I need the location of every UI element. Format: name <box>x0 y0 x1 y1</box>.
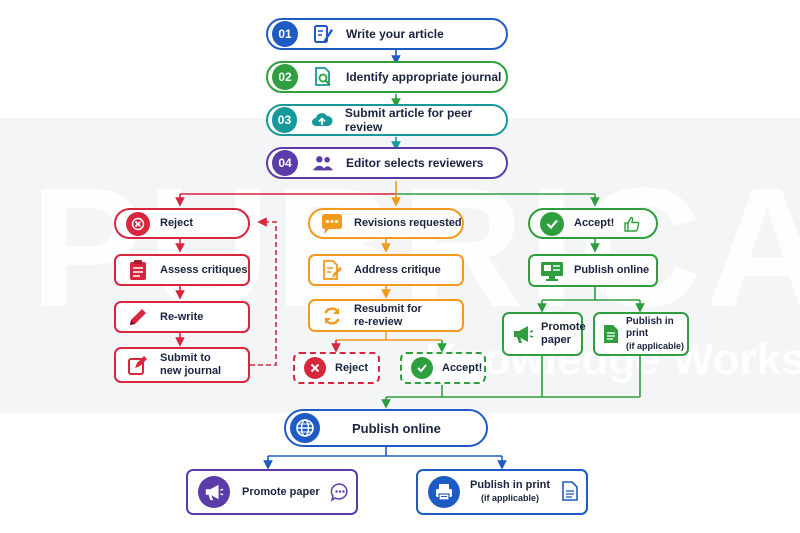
document-search-icon <box>312 66 334 88</box>
final-print-box: Publish in print (if applicable) <box>416 469 588 515</box>
people-icon <box>312 152 334 174</box>
cloud-upload-icon <box>311 109 333 131</box>
rewrite-box: Re-write <box>114 301 250 333</box>
final-promote-box: Promote paper <box>186 469 358 515</box>
line-2: re-review <box>354 315 403 328</box>
step-01: 01 Write your article <box>266 18 508 50</box>
document-icon <box>602 322 620 346</box>
chat-bubble-icon <box>320 212 344 236</box>
revisions-head: Revisions requested <box>308 208 464 239</box>
printer-icon <box>428 476 460 508</box>
line-2: (if applicable) <box>481 493 540 503</box>
line-1: Publish in print <box>470 479 551 491</box>
accept-head: Accept! <box>528 208 658 239</box>
document-edit-icon <box>320 258 344 282</box>
document-icon <box>562 481 580 503</box>
clipboard-list-icon <box>126 258 150 282</box>
final-publish-online: Publish online <box>284 409 488 447</box>
thumbs-up-icon <box>624 216 640 232</box>
edit-external-icon <box>126 353 150 377</box>
monitor-icon <box>540 259 564 283</box>
step-label: Write your article <box>346 27 444 41</box>
step-number: 02 <box>272 64 298 90</box>
step-label: Identify appropriate journal <box>346 70 502 84</box>
address-critique-label: Address critique <box>354 263 441 276</box>
check-circle-icon <box>540 211 564 236</box>
line-1: Promote <box>541 321 586 333</box>
line-2: (if applicable) <box>626 341 685 351</box>
step-03: 03 Submit article for peer review <box>266 104 508 136</box>
accept-print-label: Publish in print (if applicable) <box>626 316 687 352</box>
assess-critiques-box: Assess critiques <box>114 254 250 286</box>
final-publish-label: Publish online <box>352 420 441 436</box>
refresh-icon <box>320 304 344 328</box>
pen-paper-icon <box>312 23 334 45</box>
assess-critiques-label: Assess critiques <box>160 263 248 276</box>
close-circle-icon <box>303 356 327 380</box>
step-04: 04 Editor selects reviewers <box>266 147 508 179</box>
megaphone-icon <box>198 476 230 508</box>
revision-accept-label: Accept! <box>442 361 483 374</box>
accept-publish-online-label: Publish online <box>574 264 650 276</box>
reject-head: Reject <box>114 208 250 239</box>
accept-label: Accept! <box>574 217 615 229</box>
accept-print-box: Publish in print (if applicable) <box>593 312 689 356</box>
address-critique-box: Address critique <box>308 254 464 286</box>
line-1: Submit to <box>160 352 211 364</box>
step-label: Editor selects reviewers <box>346 156 484 170</box>
step-02: 02 Identify appropriate journal <box>266 61 508 93</box>
revision-reject-label: Reject <box>335 361 369 374</box>
step-label: Submit article for peer review <box>344 106 473 134</box>
globe-icon <box>290 413 320 443</box>
line-2: new journal <box>160 365 222 377</box>
revision-reject-box: Reject <box>293 352 380 384</box>
check-circle-icon <box>410 356 434 380</box>
reject-label: Reject <box>160 217 194 229</box>
rewrite-label: Re-write <box>160 310 204 323</box>
final-print-label: Publish in print (if applicable) <box>470 479 550 505</box>
revisions-label: Revisions requested <box>354 217 462 229</box>
accept-publish-online-box: Publish online <box>528 254 658 287</box>
pencil-icon <box>126 305 150 329</box>
line-1: Publish in print <box>626 316 674 339</box>
line-2: paper <box>541 334 571 346</box>
line-1: Resubmit for <box>354 302 422 315</box>
cancel-circle-icon <box>126 211 150 236</box>
chat-dots-icon <box>330 482 350 502</box>
final-promote-label: Promote paper <box>242 485 320 498</box>
step-number: 01 <box>272 21 298 47</box>
step-number: 03 <box>272 107 297 133</box>
megaphone-icon <box>511 322 535 346</box>
step-number: 04 <box>272 150 298 176</box>
revision-accept-box: Accept! <box>400 352 486 384</box>
